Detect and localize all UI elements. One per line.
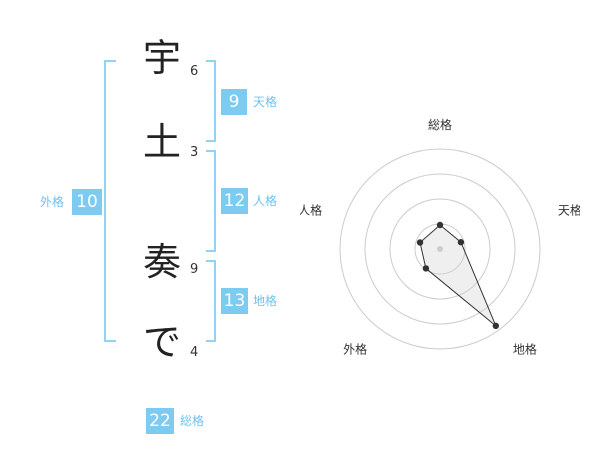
radar-axis-label-4: 外格 — [343, 341, 367, 356]
radar-point-2 — [457, 239, 465, 246]
soukaku-label: 総格 — [180, 414, 205, 428]
jinkaku-bracket — [206, 150, 216, 252]
soukaku-badge: 22 — [146, 408, 174, 434]
name-character-3: 奏 — [142, 240, 181, 284]
jinkaku-label: 人格 — [253, 194, 278, 208]
gaikaku-label: 外格 — [40, 195, 65, 209]
tenkaku-bracket — [206, 60, 216, 142]
radar-axis-label-5: 人格 — [300, 203, 322, 218]
radar-point-4 — [422, 265, 430, 272]
name-character-4: で — [142, 320, 181, 364]
radar-point-5 — [416, 239, 424, 246]
chikaku-label: 地格 — [253, 294, 278, 308]
tenkaku-label: 天格 — [253, 95, 278, 109]
name-character-2: 土 — [142, 120, 181, 164]
stroke-count-2: 3 — [190, 145, 199, 160]
radar-data-polygon — [419, 224, 497, 327]
stroke-count-1: 6 — [190, 64, 199, 79]
chikaku-badge: 13 — [221, 288, 248, 314]
radar-ring-3 — [364, 173, 516, 325]
radar-axis-label-3: 地格 — [513, 341, 537, 356]
chikaku-bracket — [206, 260, 216, 342]
jinkaku-badge: 12 — [221, 188, 248, 214]
gaikaku-badge: 10 — [72, 189, 102, 215]
name-character-1: 宇 — [142, 36, 181, 80]
tenkaku-badge: 9 — [221, 89, 247, 115]
stroke-count-3: 9 — [190, 262, 199, 277]
stroke-count-4: 4 — [190, 345, 199, 360]
radar-point-3 — [492, 322, 500, 330]
gaikaku-bracket — [104, 60, 116, 342]
radar-center-dot — [437, 246, 443, 252]
radar-ring-2 — [389, 198, 491, 300]
radar-axis-label-2: 天格 — [558, 203, 580, 218]
radar-ring-4 — [339, 148, 541, 350]
radar-point-1 — [436, 221, 444, 229]
radar-axis-label-1: 総格 — [428, 117, 452, 132]
